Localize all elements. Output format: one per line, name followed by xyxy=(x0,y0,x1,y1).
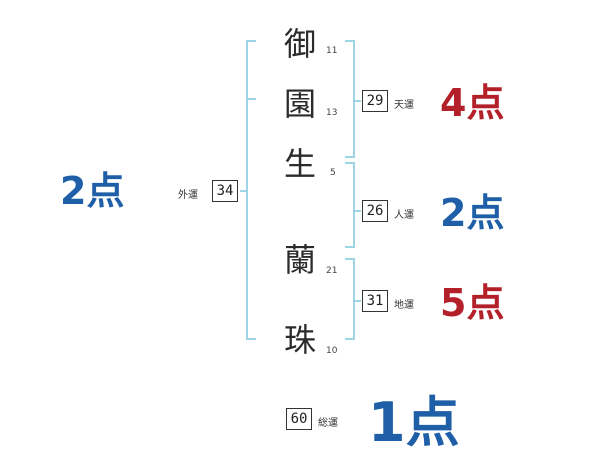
sou-label: 総運 xyxy=(318,418,338,429)
stroke-count-4: 21 xyxy=(326,266,338,276)
gai-score: 2点 xyxy=(60,169,125,213)
stroke-count-5: 10 xyxy=(326,346,338,356)
ten-score: 4点 xyxy=(440,81,505,125)
name-char-1: 御 xyxy=(283,25,316,63)
chi-score: 5点 xyxy=(440,281,505,325)
sou-value-box: 60 xyxy=(286,408,312,430)
name-char-3: 生 xyxy=(283,145,316,183)
stroke-count-2: 13 xyxy=(326,108,338,118)
ten-label: 天運 xyxy=(394,100,414,111)
name-char-5: 珠 xyxy=(283,321,316,359)
name-char-4: 蘭 xyxy=(283,241,316,279)
sou-score: 1点 xyxy=(368,391,460,454)
chi-value-box: 31 xyxy=(362,290,388,312)
stroke-count-3: 5 xyxy=(330,168,336,178)
jin-value-box: 26 xyxy=(362,200,388,222)
jin-score: 2点 xyxy=(440,191,505,235)
stroke-count-1: 11 xyxy=(326,46,338,56)
name-char-2: 園 xyxy=(283,85,316,123)
ten-value-box: 29 xyxy=(362,90,388,112)
gai-label: 外運 xyxy=(178,190,198,201)
chi-label: 地運 xyxy=(394,300,414,311)
jin-label: 人運 xyxy=(394,210,414,221)
gai-value-box: 34 xyxy=(212,180,238,202)
